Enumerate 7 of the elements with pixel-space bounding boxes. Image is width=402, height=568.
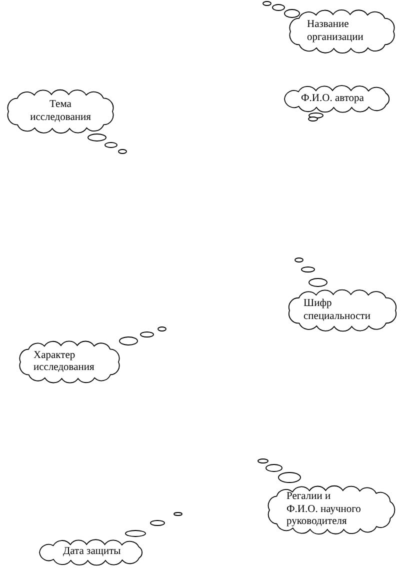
cloud-text: Дата защиты: [63, 546, 122, 559]
cloud-text: Характер исследования: [34, 350, 96, 374]
cloud-text: Ф.И.О. автора: [301, 92, 365, 106]
cloud-text: Название организации: [307, 19, 364, 44]
cloud-text: Тема исследования: [29, 99, 92, 124]
cloud-text: Шифр специальности: [304, 298, 372, 323]
cloud-text: Регалии и Ф.И.О. научного руководителя: [286, 491, 362, 529]
